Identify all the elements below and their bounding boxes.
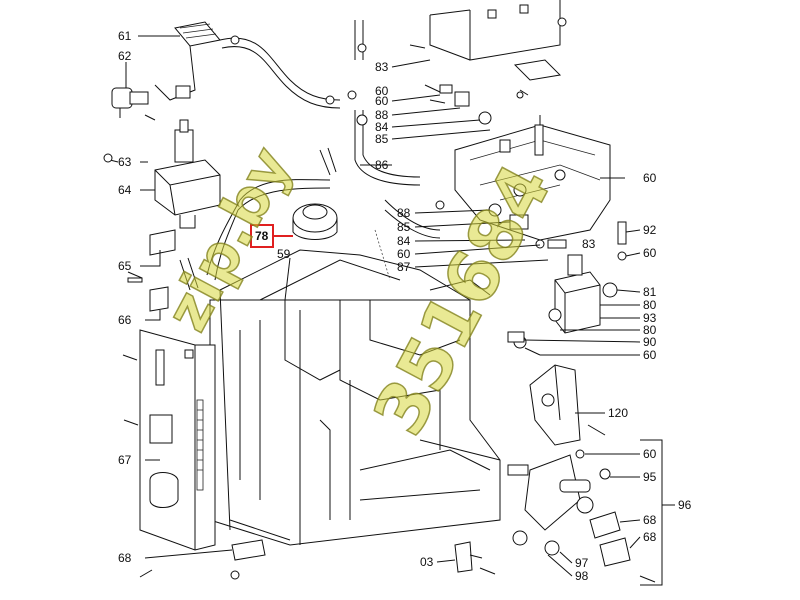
part-120-bracket <box>529 364 581 446</box>
part-66-bracket <box>127 277 169 312</box>
thermoblock <box>454 115 611 241</box>
main-housing <box>209 229 501 546</box>
label-86: 86 <box>375 158 389 172</box>
part-78-component <box>292 203 338 240</box>
label-96: 96 <box>678 498 692 512</box>
label-68-right-a: 68 <box>643 513 657 527</box>
part-67-circuit-board <box>139 329 216 551</box>
label-85-mid: 85 <box>397 220 411 234</box>
leader-lines <box>125 35 675 577</box>
label-66: 66 <box>118 313 132 327</box>
label-60-second: 60 <box>375 84 389 98</box>
part-96-assembly <box>512 439 663 586</box>
label-60-right-top: 60 <box>643 171 657 185</box>
label-81: 81 <box>643 285 657 299</box>
label-65: 65 <box>118 259 132 273</box>
label-68-left: 68 <box>118 551 132 565</box>
label-80-a: 80 <box>643 298 657 312</box>
label-95: 95 <box>643 470 657 484</box>
part-61-bracket <box>154 21 221 101</box>
upper-right-bracket <box>429 0 562 81</box>
label-80-b: 80 <box>643 323 657 337</box>
label-64: 64 <box>118 183 132 197</box>
label-68-right-b: 68 <box>643 530 657 544</box>
part-68-connector <box>231 539 266 561</box>
label-120: 120 <box>608 406 628 420</box>
label-60-lower: 60 <box>643 447 657 461</box>
label-98: 98 <box>575 569 589 583</box>
label-93: 93 <box>643 311 657 325</box>
label-63: 63 <box>118 155 132 169</box>
label-78: 78 <box>255 229 269 243</box>
label-59: 59 <box>277 247 291 261</box>
label-88-mid: 88 <box>397 206 411 220</box>
label-84-mid: 84 <box>397 234 411 248</box>
label-61: 61 <box>118 29 132 43</box>
label-60-top: 60 <box>375 94 389 108</box>
label-84-top: 84 <box>375 120 389 134</box>
label-60-right-b: 60 <box>643 348 657 362</box>
label-03: 03 <box>420 555 434 569</box>
part-62-valve <box>111 87 149 118</box>
label-87: 87 <box>397 260 411 274</box>
part-labels: 61 62 63 64 65 66 67 68 83 60 88 60 84 8… <box>118 29 692 583</box>
part-03-latch <box>454 541 483 573</box>
label-67: 67 <box>118 453 132 467</box>
label-60-right-a: 60 <box>643 246 657 260</box>
hoses <box>179 20 441 291</box>
solenoid-valve <box>548 254 618 334</box>
part-65-clip <box>149 229 176 256</box>
label-85-top: 85 <box>375 132 389 146</box>
part-64-pump <box>154 119 221 229</box>
label-60-mid: 60 <box>397 247 411 261</box>
label-62: 62 <box>118 49 132 63</box>
label-90: 90 <box>643 335 657 349</box>
screws-and-fittings <box>103 17 656 583</box>
label-88-top: 88 <box>375 108 389 122</box>
label-83-top: 83 <box>375 60 389 74</box>
part-78-highlight <box>250 224 293 248</box>
label-92: 92 <box>643 223 657 237</box>
label-97: 97 <box>575 556 589 570</box>
label-83-mid: 83 <box>582 237 596 251</box>
